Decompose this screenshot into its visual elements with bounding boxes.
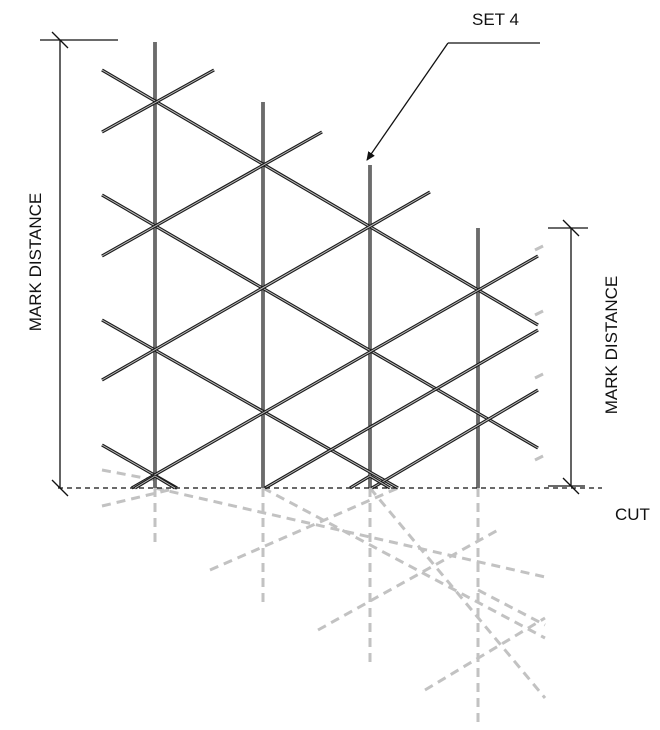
cut-joint-left-1-highlight	[134, 475, 156, 489]
descending-rod-1-highlight	[101, 69, 539, 326]
solid-lattice	[101, 42, 539, 490]
ghost-tip-2	[534, 243, 546, 252]
ascending-rod-2-highlight	[101, 131, 323, 257]
mark-distance-left-label: MARK DISTANCE	[26, 193, 45, 332]
ghost-tip-4	[534, 371, 546, 380]
left-dimension	[40, 31, 118, 497]
ghost-ascending-5	[101, 468, 156, 482]
ghost-lattice-below-cut	[101, 243, 547, 725]
ghost-tip-3	[534, 308, 546, 317]
ghost-ascending-1	[101, 486, 178, 508]
set-4-label: SET 4	[472, 10, 519, 29]
cut-joint-left-2-highlight	[349, 475, 371, 489]
mark-distance-right-label: MARK DISTANCE	[602, 276, 621, 415]
ascending-rod-3-highlight	[101, 191, 431, 381]
cut-label: CUT	[615, 505, 650, 524]
ghost-ascending-3	[317, 528, 499, 632]
ghost-descending-2	[262, 486, 546, 640]
ghost-descending-1	[154, 486, 546, 579]
set-4-leader	[366, 42, 540, 161]
ghost-ascending-2	[209, 486, 399, 572]
ascending-rod-5-highlight	[264, 329, 539, 489]
right-dimension	[548, 219, 588, 495]
descending-rod-2-highlight	[101, 194, 539, 449]
ascending-rod-1-highlight	[101, 69, 215, 133]
ascending-rod-6-highlight	[371, 389, 539, 489]
ghost-ascending-4	[424, 616, 546, 692]
ghost-tip-1	[534, 453, 546, 462]
ascending-rod-4-highlight	[131, 255, 539, 489]
descending-rod-3-highlight	[101, 319, 399, 489]
cut-joint-right-2-highlight	[369, 475, 391, 489]
cut-joint-right-1-highlight	[154, 475, 176, 489]
ghost-descending-4	[477, 588, 546, 627]
ghost-descending-3	[368, 487, 547, 699]
